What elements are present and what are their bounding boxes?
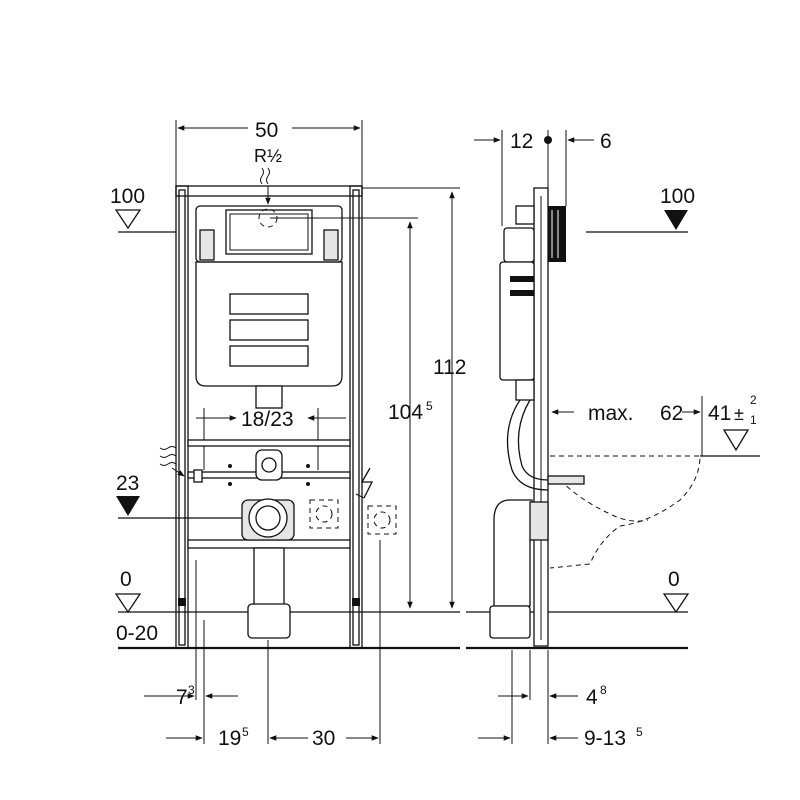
left-foot-mark <box>178 598 186 606</box>
side-level-100-triangle <box>664 210 688 230</box>
max-value: 62 <box>660 402 683 425</box>
bolt-1 <box>228 464 232 468</box>
electric-icon <box>360 467 374 499</box>
crossbar-lower <box>187 539 351 549</box>
side-band-2 <box>510 290 534 296</box>
cistern-rib-2 <box>229 319 309 341</box>
waste-pipe <box>253 547 285 607</box>
waste-outlet-inner <box>255 505 281 531</box>
dim-30-label: 30 <box>312 727 335 750</box>
electric-box-1-circle <box>315 505 333 523</box>
water-supply-icon <box>260 167 270 185</box>
frame-right-inner <box>352 189 360 646</box>
flush-pipe-connector <box>255 385 283 409</box>
frame-left-inner <box>178 189 186 646</box>
flush-bend-opening <box>261 457 277 473</box>
crossbar-upper <box>187 439 351 447</box>
actuator-opening <box>225 209 313 255</box>
bowl-tol-plus: 2 <box>750 393 757 407</box>
left-bracket <box>193 469 203 483</box>
dim-19-label: 19 <box>218 727 241 750</box>
flush-pipe-spacing-label: 18/23 <box>241 408 294 431</box>
offset-sup: 3 <box>188 683 195 697</box>
electric-arrow <box>355 493 365 499</box>
actuator-inner <box>229 213 309 251</box>
level-100-triangle <box>114 209 142 230</box>
side-flush-pipe-inner <box>517 399 549 481</box>
water-symbol-arrow <box>171 467 185 477</box>
actuator-plate <box>548 206 566 262</box>
side-flush-connector <box>515 379 535 401</box>
offset-label: 7 <box>176 686 188 709</box>
water-symbol-icon <box>159 446 177 466</box>
foot-label: 4 <box>586 686 598 709</box>
depth-center-dot <box>544 136 552 144</box>
level-0-label: 0 <box>120 568 132 591</box>
front-view: 50 R½ 100 104 5 <box>110 119 466 750</box>
cistern-bracket-left <box>199 229 215 261</box>
depth-range-label: 9-13 <box>584 727 626 750</box>
electric-box-1 <box>309 499 339 529</box>
bowl-level-triangle <box>722 429 750 452</box>
right-foot-mark <box>352 598 360 606</box>
side-cistern-cap <box>515 205 535 225</box>
bowl-bolt-rect <box>547 475 585 485</box>
bolt-4 <box>306 482 310 486</box>
bowl-tol-sign: ± <box>734 404 744 424</box>
side-band-1 <box>510 276 534 282</box>
frame-right-post <box>349 185 363 649</box>
floor-range-label: 0-20 <box>116 622 158 645</box>
height-104-sup: 5 <box>426 399 433 413</box>
connection-label: R½ <box>254 146 282 166</box>
side-cistern-upper <box>503 227 535 263</box>
side-view: 12 6 100 max. 62 41 ± <box>466 130 760 750</box>
depth-range-sup: 5 <box>636 725 643 739</box>
waste-outlet-outer <box>248 498 288 538</box>
side-flush-pipe-outer <box>506 399 549 491</box>
level-100-label: 100 <box>110 185 145 208</box>
height-104-label: 104 <box>388 401 423 424</box>
width-label: 50 <box>255 119 278 142</box>
wc-bowl-outline <box>549 455 701 569</box>
level-0-triangle <box>114 593 142 614</box>
height-112-label: 112 <box>433 356 466 379</box>
side-level-0-label: 0 <box>668 568 680 591</box>
side-level-0-triangle <box>662 593 690 614</box>
dim-19-sup: 5 <box>242 725 249 739</box>
waste-elbow <box>247 603 291 639</box>
electric-box-2 <box>367 505 397 535</box>
wc-bowl-inner <box>559 479 649 522</box>
cistern-body <box>195 261 343 387</box>
side-level-100-label: 100 <box>660 185 695 208</box>
cistern-rib-3 <box>229 345 309 367</box>
frame-left-post <box>175 185 189 649</box>
depth-b-label: 6 <box>600 130 612 153</box>
side-waste-connector <box>529 501 549 541</box>
cistern-rib-1 <box>229 293 309 315</box>
side-waste-elbow <box>493 499 533 607</box>
cistern-bracket-right <box>323 229 339 261</box>
side-waste-foot <box>489 605 531 639</box>
electric-box-2-circle <box>373 511 391 529</box>
foot-sup: 8 <box>600 683 607 697</box>
bolt-3 <box>228 482 232 486</box>
bowl-tol-minus: 1 <box>750 413 757 427</box>
level-23-label: 23 <box>116 472 139 495</box>
flush-bend <box>255 449 283 481</box>
dim-30-bg <box>308 724 346 748</box>
max-label: max. <box>588 402 634 425</box>
bowl-height-label: 41 <box>708 402 731 425</box>
bolt-2 <box>306 464 310 468</box>
depth-a-label: 12 <box>510 130 533 153</box>
frame-top-rail <box>175 185 363 197</box>
level-23-triangle <box>116 496 140 516</box>
